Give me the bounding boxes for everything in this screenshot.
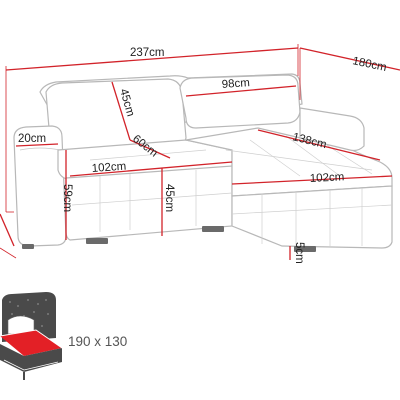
chaise-front bbox=[231, 185, 393, 249]
bed-mattress bbox=[0, 330, 62, 356]
bed-function-icon bbox=[0, 292, 63, 380]
label-total-height: 59cm bbox=[61, 184, 73, 212]
leg-front-middle bbox=[202, 226, 224, 232]
label-armrest-width: 20cm bbox=[18, 133, 46, 145]
label-total-width: 237cm bbox=[130, 47, 165, 59]
leg-left-side bbox=[22, 244, 34, 249]
label-leg-height: 5cm bbox=[293, 242, 305, 264]
left-back-cushion bbox=[45, 78, 187, 151]
dimension-lines bbox=[0, 44, 400, 260]
label-total-depth: 180cm bbox=[351, 55, 387, 74]
label-back-cushion-width: 98cm bbox=[221, 77, 250, 91]
leg-front-left bbox=[86, 238, 108, 244]
chaise-back-bolster bbox=[299, 107, 365, 152]
bed-size-label: 190 x 130 bbox=[68, 334, 127, 349]
label-chaise-width: 102cm bbox=[310, 171, 345, 185]
leg-front-right bbox=[294, 246, 316, 252]
label-seat-height: 45cm bbox=[163, 184, 175, 212]
label-seat-width: 102cm bbox=[91, 161, 126, 175]
seat-tufting bbox=[71, 135, 393, 246]
sofa-drawing bbox=[13, 73, 393, 252]
